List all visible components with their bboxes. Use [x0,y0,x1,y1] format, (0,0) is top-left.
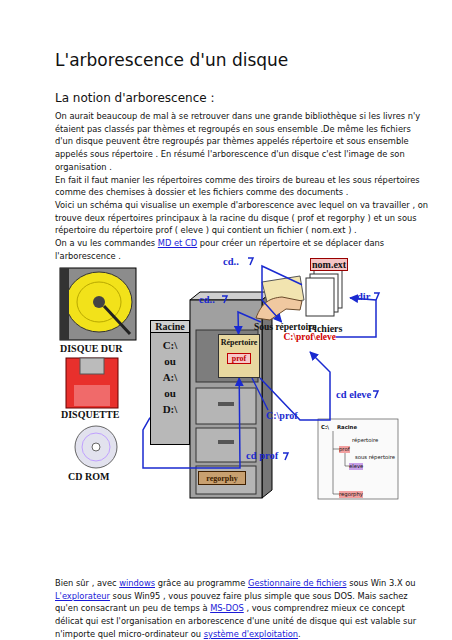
command-label: cd eleve [336,389,371,400]
body-text: On a vu les commandes [55,238,155,248]
node-text: nom.ext [310,258,348,271]
file-cabinet-illustration [196,466,256,494]
hyperlink: Gestionnaire de fichiers [248,578,347,588]
tree-label: regorphy [339,491,363,498]
body-text: sous Win 3.X ou [349,578,415,588]
command-label: dir [357,291,370,302]
floppy-illustration [66,358,118,408]
file-cabinet-illustration [218,440,234,444]
tree-label: sous répertoire [355,454,395,461]
cdrom-illustration [82,433,110,461]
cdrom-illustration [75,426,117,468]
paragraph: Voici un schéma qui visualise un exemple… [55,199,429,237]
body-text: . [298,629,301,639]
device-label: DISQUETTE [61,409,119,420]
body-text: grâce au programme [158,578,246,588]
tree-label: répertoire [352,437,378,444]
body-text: On aurait beaucoup de mal à se retrouver… [55,111,420,172]
body-text: Bien sûr , avec [55,578,117,588]
hard-disk-illustration [66,272,132,332]
help-icon [374,293,379,300]
hard-disk-illustration [60,268,136,340]
help-icon [222,296,227,303]
tree-label: eleve [349,463,363,470]
path-label: C:\prof [266,410,297,421]
node-text: regorphy [199,472,245,486]
hyperlink: MS-DOS [210,603,244,613]
paragraph: Bien sûr , avec windows grâce au program… [55,577,429,640]
help-icon [373,391,378,398]
hard-disk-illustration [104,306,130,334]
command-label: cd prof [246,450,278,461]
paper-sheets-illustration [306,278,334,316]
device-label: DISQUE DUR [60,343,123,354]
cdrom-illustration [92,443,100,451]
command-arrow [262,266,302,322]
hard-disk-illustration [60,268,69,340]
hyperlink: système d'exploitation [204,629,298,639]
file-cabinet-illustration [218,402,234,406]
node-text: Racine [151,321,189,333]
directory-folder: Répertoire prof [218,334,260,378]
tree-label: C:\ [321,424,329,431]
file-cabinet-illustration [196,388,256,424]
device-label: CD ROM [68,471,109,482]
floppy-illustration [74,385,110,406]
help-icon [283,453,288,460]
command-label: cd.. [223,256,239,267]
node-text: prof [227,353,251,364]
files-label: nom.extFichiers [302,258,350,334]
command-label: cd.. [199,294,215,305]
paragraph: On aurait beaucoup de mal à se retrouver… [55,110,429,174]
paper-sheets-illustration [306,270,342,316]
tree-label: prof [339,446,350,453]
help-icon [222,258,379,460]
directory-drawer: regorphy [198,471,246,485]
text-column: Bien sûr , avec windows grâce au program… [55,577,429,640]
mini-tree-lines [333,431,349,494]
command-arrow [260,352,330,420]
root-panel: RacineC:\ ou A:\ ou D:\ [150,320,190,445]
body-text: En fait il faut manier les répertoires c… [55,175,420,198]
hard-disk-illustration [60,268,136,340]
node-text: Fichiers [308,323,342,334]
node-text: Répertoire [219,338,259,347]
node-text: C:\ ou A:\ ou D:\ [158,337,182,417]
section-heading: La notion d'arborescence : [55,91,215,105]
page-title: L'arborescence d'un disque [55,50,288,70]
hard-disk-illustration [93,296,105,308]
help-icon [248,258,253,265]
text-column: On aurait beaucoup de mal à se retrouver… [55,110,429,262]
hyperlink: L'explorateur [55,591,110,601]
floppy-illustration [66,358,118,408]
hyperlink: windows [119,578,155,588]
body-text: Voici un schéma qui visualise un exemple… [55,200,428,235]
cdrom-illustration [75,426,117,468]
hyperlink: MD et CD [158,238,197,248]
mini-tree-lines [318,419,398,499]
tree-label: Racine [337,424,357,431]
paragraph: On a vu les commandes MD et CD pour crée… [55,237,429,262]
mini-tree-lines [318,419,398,499]
paragraph: En fait il faut manier les répertoires c… [55,174,429,199]
floppy-illustration [80,358,104,374]
